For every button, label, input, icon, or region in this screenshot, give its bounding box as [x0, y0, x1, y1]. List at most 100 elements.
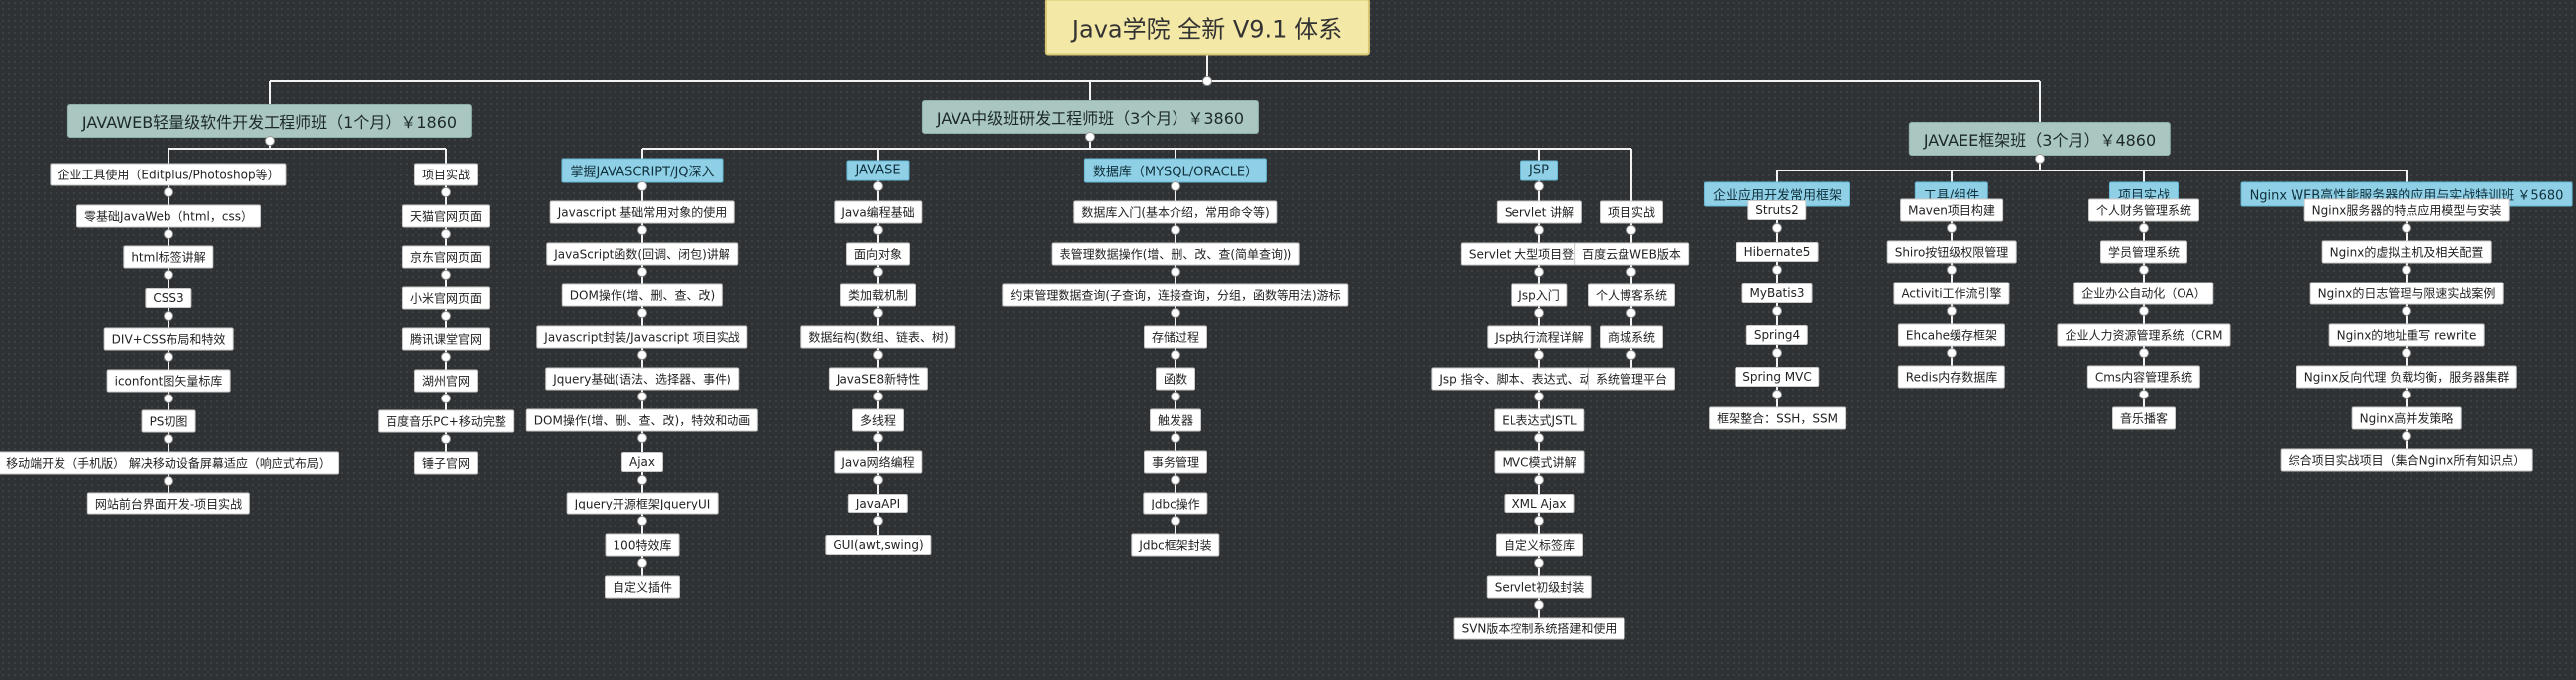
- topic-1-2-2[interactable]: 约束管理数据查询(子查询，连接查询，分组，函数等用法)游标: [1002, 283, 1349, 307]
- topic-2-2-0[interactable]: 个人财务管理系统: [2087, 198, 2200, 222]
- topic-0-0-8[interactable]: 网站前台界面开发-项目实战: [86, 492, 251, 515]
- branch-java-intermediate-class[interactable]: JAVA中级班研发工程师班（3个月）￥3860: [921, 100, 1260, 134]
- topic-2-2-1[interactable]: 学员管理系统: [2099, 240, 2188, 264]
- item-knob-2-1-0[interactable]: [1947, 223, 1957, 233]
- item-knob-2-2-3[interactable]: [2139, 348, 2149, 358]
- topic-0-1-6[interactable]: 百度音乐PC+移动完整: [378, 409, 514, 433]
- topic-2-2-4[interactable]: Cms内容管理系统: [2086, 365, 2201, 389]
- item-knob-0-0-1[interactable]: [164, 228, 173, 239]
- item-knob-1-4-3[interactable]: [1626, 350, 1636, 360]
- item-knob-2-0-2[interactable]: [1772, 306, 1782, 316]
- topic-2-2-5[interactable]: 音乐播客: [2111, 406, 2177, 430]
- topic-1-4-2[interactable]: 个人博客系统: [1587, 283, 1676, 307]
- topic-1-3-7[interactable]: XML Ajax: [1504, 494, 1575, 513]
- topic-1-1-8[interactable]: GUI(awt,swing): [825, 535, 932, 555]
- item-knob-1-1-3[interactable]: [873, 350, 883, 360]
- item-knob-2-3-3[interactable]: [2402, 348, 2411, 358]
- topic-1-1-3[interactable]: 数据结构(数组、链表、树): [800, 325, 956, 349]
- topic-1-1-1[interactable]: 面向对象: [845, 242, 911, 266]
- topic-2-1-1[interactable]: Shiro按钮级权限管理: [1886, 240, 2017, 264]
- item-knob-1-3-3[interactable]: [1534, 350, 1544, 360]
- item-knob-2-0-0[interactable]: [1772, 223, 1782, 233]
- topic-0-1-4[interactable]: 腾讯课堂官网: [401, 327, 491, 351]
- item-knob-1-4-0[interactable]: [1626, 225, 1636, 235]
- item-knob-1-3-4[interactable]: [1534, 392, 1544, 401]
- item-knob-2-1-3[interactable]: [1947, 348, 1957, 358]
- item-knob-0-0-2[interactable]: [164, 270, 173, 280]
- item-knob-2-0-4[interactable]: [1772, 390, 1782, 399]
- topic-2-1-2[interactable]: Activiti工作流引擎: [1893, 282, 2010, 305]
- topic-1-0-6[interactable]: Ajax: [621, 452, 663, 472]
- item-knob-1-3-0[interactable]: [1534, 225, 1544, 235]
- topic-1-1-0[interactable]: Java编程基础: [834, 200, 923, 224]
- item-knob-1-3-1[interactable]: [1534, 267, 1544, 277]
- topic-1-3-5[interactable]: EL表达式JSTL: [1494, 408, 1585, 432]
- item-knob-0-0-3[interactable]: [164, 310, 173, 321]
- topic-1-0-1[interactable]: JavaScript函数(回调、闭包)讲解: [546, 242, 738, 266]
- topic-1-2-6[interactable]: 事务管理: [1143, 450, 1208, 474]
- topic-1-4-1[interactable]: 百度云盘WEB版本: [1574, 242, 1689, 266]
- topic-2-3-2[interactable]: Nginx的日志管理与限速实战案例: [2309, 282, 2504, 305]
- topic-0-0-1[interactable]: 零基础JavaWeb（html，css）: [76, 204, 261, 227]
- branch-0-collapse-knob[interactable]: [265, 136, 275, 146]
- item-knob-1-3-7[interactable]: [1534, 516, 1544, 526]
- item-knob-1-2-7[interactable]: [1171, 516, 1180, 526]
- topic-1-2-7[interactable]: Jdbc操作: [1143, 492, 1208, 515]
- topic-1-0-8[interactable]: 100特效库: [605, 533, 680, 557]
- topic-0-1-3[interactable]: 小米官网页面: [401, 286, 491, 309]
- item-knob-0-0-6[interactable]: [164, 434, 173, 444]
- item-knob-2-2-0[interactable]: [2139, 223, 2149, 233]
- topic-2-0-4[interactable]: Spring MVC: [1735, 367, 1820, 387]
- item-knob-1-4-1[interactable]: [1626, 267, 1636, 277]
- topic-0-0-0[interactable]: 企业工具使用（Editplus/Photoshop等）: [50, 163, 287, 186]
- topic-1-0-2[interactable]: DOM操作(增、删、查、改): [561, 283, 724, 307]
- item-knob-0-1-4[interactable]: [441, 352, 451, 362]
- topic-1-1-5[interactable]: 多线程: [851, 408, 905, 432]
- item-knob-2-0-1[interactable]: [1772, 265, 1782, 275]
- item-knob-1-1-1[interactable]: [873, 267, 883, 277]
- topic-0-0-6[interactable]: PS切图: [141, 409, 196, 433]
- topic-2-3-0[interactable]: Nginx服务器的特点应用模型与安装: [2303, 198, 2510, 222]
- topic-2-0-2[interactable]: MyBatis3: [1741, 283, 1813, 303]
- topic-1-0-7[interactable]: Jquery开源框架JqueryUI: [566, 492, 719, 515]
- topic-1-0-5[interactable]: DOM操作(增、删、查、改)，特效和动画: [525, 408, 759, 432]
- item-knob-1-1-4[interactable]: [873, 392, 883, 401]
- item-knob-2-2-4[interactable]: [2139, 390, 2149, 399]
- item-knob-1-0-5[interactable]: [637, 433, 647, 443]
- item-knob-1-1-7[interactable]: [873, 516, 883, 526]
- branch-javaee-framework-class[interactable]: JAVAEE框架班（3个月）￥4860: [1908, 122, 2172, 156]
- topic-1-0-9[interactable]: 自定义插件: [604, 575, 681, 599]
- branch-javaweb-class[interactable]: JAVAWEB轻量级软件开发工程师班（1个月）￥1860: [66, 104, 473, 138]
- item-knob-0-1-0[interactable]: [441, 187, 451, 197]
- item-knob-2-3-5[interactable]: [2402, 431, 2411, 441]
- item-knob-2-3-2[interactable]: [2402, 306, 2411, 316]
- item-knob-2-3-4[interactable]: [2402, 390, 2411, 399]
- topic-2-3-6[interactable]: 综合项目实战项目（集合Nginx所有知识点）: [2280, 448, 2533, 472]
- group-1-3-knob[interactable]: [1534, 181, 1544, 191]
- topic-1-2-8[interactable]: Jdbc框架封装: [1131, 533, 1220, 557]
- topic-0-1-5[interactable]: 湖州官网: [413, 369, 479, 392]
- item-knob-1-0-2[interactable]: [637, 308, 647, 318]
- topic-0-1-2[interactable]: 京东官网页面: [401, 245, 491, 269]
- item-knob-1-0-7[interactable]: [637, 516, 647, 526]
- group-javase[interactable]: JAVASE: [846, 160, 910, 181]
- topic-2-3-3[interactable]: Nginx的地址重写 rewrite: [2328, 323, 2485, 347]
- group-1-1-knob[interactable]: [873, 181, 883, 191]
- item-knob-1-3-2[interactable]: [1534, 308, 1544, 318]
- group-database[interactable]: 数据库（MYSQL/ORACLE）: [1083, 158, 1268, 183]
- topic-1-2-1[interactable]: 表管理数据操作(增、删、改、查(简单查询)): [1051, 242, 1300, 266]
- item-knob-0-0-7[interactable]: [164, 475, 173, 486]
- topic-1-3-6[interactable]: MVC模式讲解: [1494, 450, 1585, 474]
- topic-0-0-4[interactable]: DIV+CSS布局和特效: [103, 327, 234, 351]
- item-knob-1-1-0[interactable]: [873, 225, 883, 235]
- item-knob-2-1-1[interactable]: [1947, 265, 1957, 275]
- item-knob-0-1-3[interactable]: [441, 310, 451, 321]
- topic-1-4-0[interactable]: 项目实战: [1599, 200, 1664, 224]
- branch-1-collapse-knob[interactable]: [1085, 132, 1095, 142]
- item-knob-1-2-4[interactable]: [1171, 392, 1180, 401]
- topic-2-0-0[interactable]: Struts2: [1747, 200, 1807, 220]
- topic-0-0-7[interactable]: 移动端开发（手机版） 解决移动设备屏幕适应（响应式布局）: [0, 451, 339, 474]
- topic-0-0-5[interactable]: iconfont图矢量标库: [106, 369, 231, 392]
- topic-1-1-6[interactable]: Java网络编程: [834, 450, 923, 474]
- item-knob-2-1-2[interactable]: [1947, 306, 1957, 316]
